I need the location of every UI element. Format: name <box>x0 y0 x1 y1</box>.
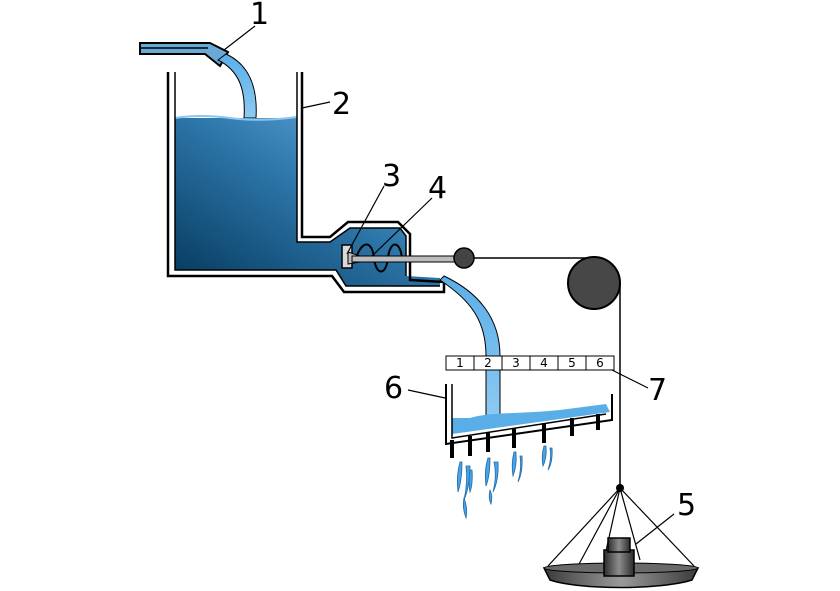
water-drips <box>456 445 553 520</box>
label-2: 2 <box>332 87 351 122</box>
scale-mark-5: 5 <box>568 356 576 370</box>
water-surface <box>174 115 298 121</box>
valve-cone <box>341 244 361 269</box>
tank-inner-wall <box>174 72 440 287</box>
label-1: 1 <box>250 0 269 32</box>
weight-pan <box>542 484 700 589</box>
label-5: 5 <box>677 488 696 523</box>
outflow-stream <box>439 275 501 421</box>
label-6: 6 <box>384 371 403 406</box>
scale-mark-6: 6 <box>596 356 604 370</box>
label-4: 4 <box>428 171 447 206</box>
time-scale: 1 2 3 4 5 6 <box>445 355 615 371</box>
weight-block <box>603 549 635 577</box>
distribution-trough <box>445 384 613 458</box>
tank-outer-wall <box>166 72 446 294</box>
scale-mark-2: 2 <box>484 356 492 370</box>
scale-mark-3: 3 <box>512 356 520 370</box>
inlet-pipe <box>139 42 230 68</box>
label-7: 7 <box>648 373 667 408</box>
leader-lines <box>223 25 675 545</box>
inflow-stream <box>217 53 257 119</box>
spring-coil <box>355 243 403 273</box>
rod-knob <box>453 247 475 269</box>
scale-mark-1: 1 <box>456 356 464 370</box>
scale-mark-4: 4 <box>540 356 548 370</box>
label-3: 3 <box>382 159 401 194</box>
pulley-wheel <box>567 256 621 310</box>
valve-rod <box>351 255 465 263</box>
tank-water <box>175 118 440 286</box>
cord <box>474 257 621 488</box>
